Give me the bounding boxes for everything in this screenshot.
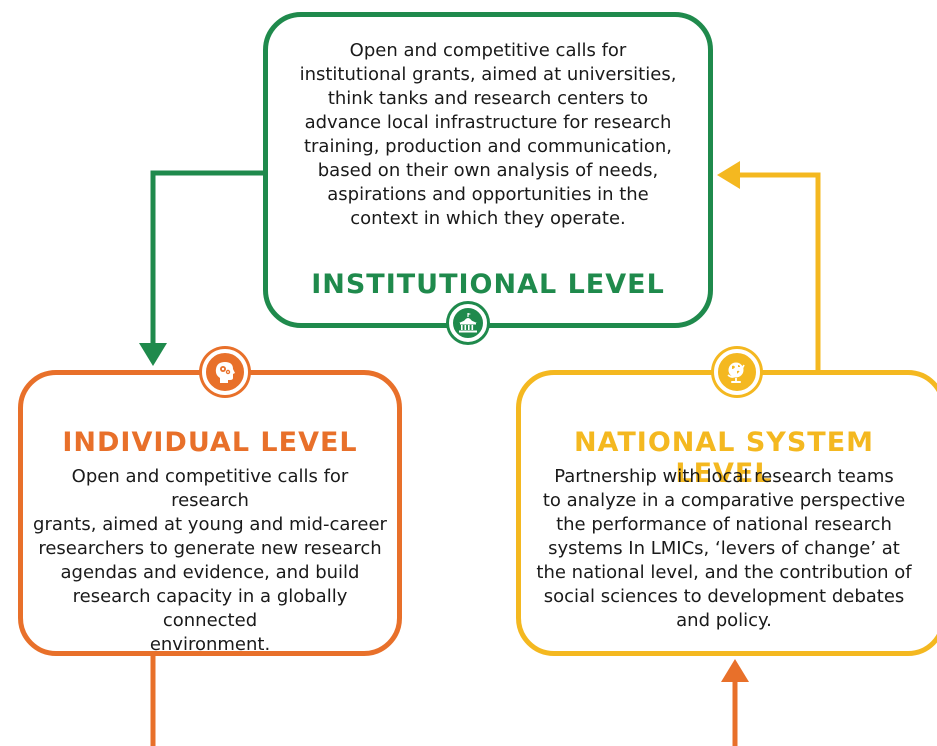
arrow-institutional-to-individual [150, 170, 266, 345]
national-line: to analyze in a comparative perspective [542, 490, 906, 511]
institutional-line: training, production and communication, [303, 136, 673, 157]
individual-line: environment. [149, 634, 271, 655]
institutional-level-title: INSTITUTIONAL LEVEL [311, 269, 665, 300]
institutional-level-box: Open and competitive calls for instituti… [263, 12, 713, 328]
individual-description: Open and competitive calls for research … [33, 465, 387, 657]
institutional-line: context in which they operate. [350, 208, 626, 229]
institutional-line: aspirations and opportunities in the [327, 184, 649, 205]
institutional-line: institutional grants, aimed at universit… [299, 64, 677, 85]
individual-line: researchers to generate new research [38, 538, 382, 559]
government-building-icon [449, 304, 487, 342]
individual-line: Open and competitive calls for research [71, 466, 349, 511]
individual-level-box: INDIVIDUAL LEVEL Open and competitive ca… [18, 370, 402, 656]
national-line: the performance of national research [556, 514, 892, 535]
national-description: Partnership with local research teams to… [531, 465, 917, 633]
institutional-line: advance local infrastructure for researc… [304, 112, 672, 133]
national-line: and policy. [676, 610, 772, 631]
head-gears-icon [202, 349, 248, 395]
individual-line: agendas and evidence, and build [60, 562, 360, 583]
national-line: Partnership with local research teams [554, 466, 894, 487]
national-system-level-box: NATIONAL SYSTEM LEVEL Partnership with l… [516, 370, 937, 656]
institutional-line: based on their own analysis of needs, [317, 160, 659, 181]
arrowhead-individual [139, 343, 167, 366]
national-system-level-title: NATIONAL SYSTEM LEVEL [573, 427, 875, 489]
arrowhead-institutional [717, 161, 740, 189]
arrow-national-to-institutional [738, 172, 821, 372]
globe-icon [714, 349, 760, 395]
institutional-line: think tanks and research centers to [327, 88, 649, 109]
national-line: systems In LMICs, ‘levers of change’ at [548, 538, 900, 559]
institutional-line: Open and competitive calls for [349, 40, 627, 61]
individual-level-title: INDIVIDUAL LEVEL [62, 427, 358, 458]
institutional-description: Open and competitive calls for instituti… [288, 39, 688, 231]
individual-line: grants, aimed at young and mid-career [33, 514, 387, 535]
arrowhead-national [721, 659, 749, 682]
individual-line: research capacity in a globally connecte… [72, 586, 348, 631]
national-line: the national level, and the contribution… [536, 562, 912, 583]
national-line: social sciences to development debates [543, 586, 905, 607]
